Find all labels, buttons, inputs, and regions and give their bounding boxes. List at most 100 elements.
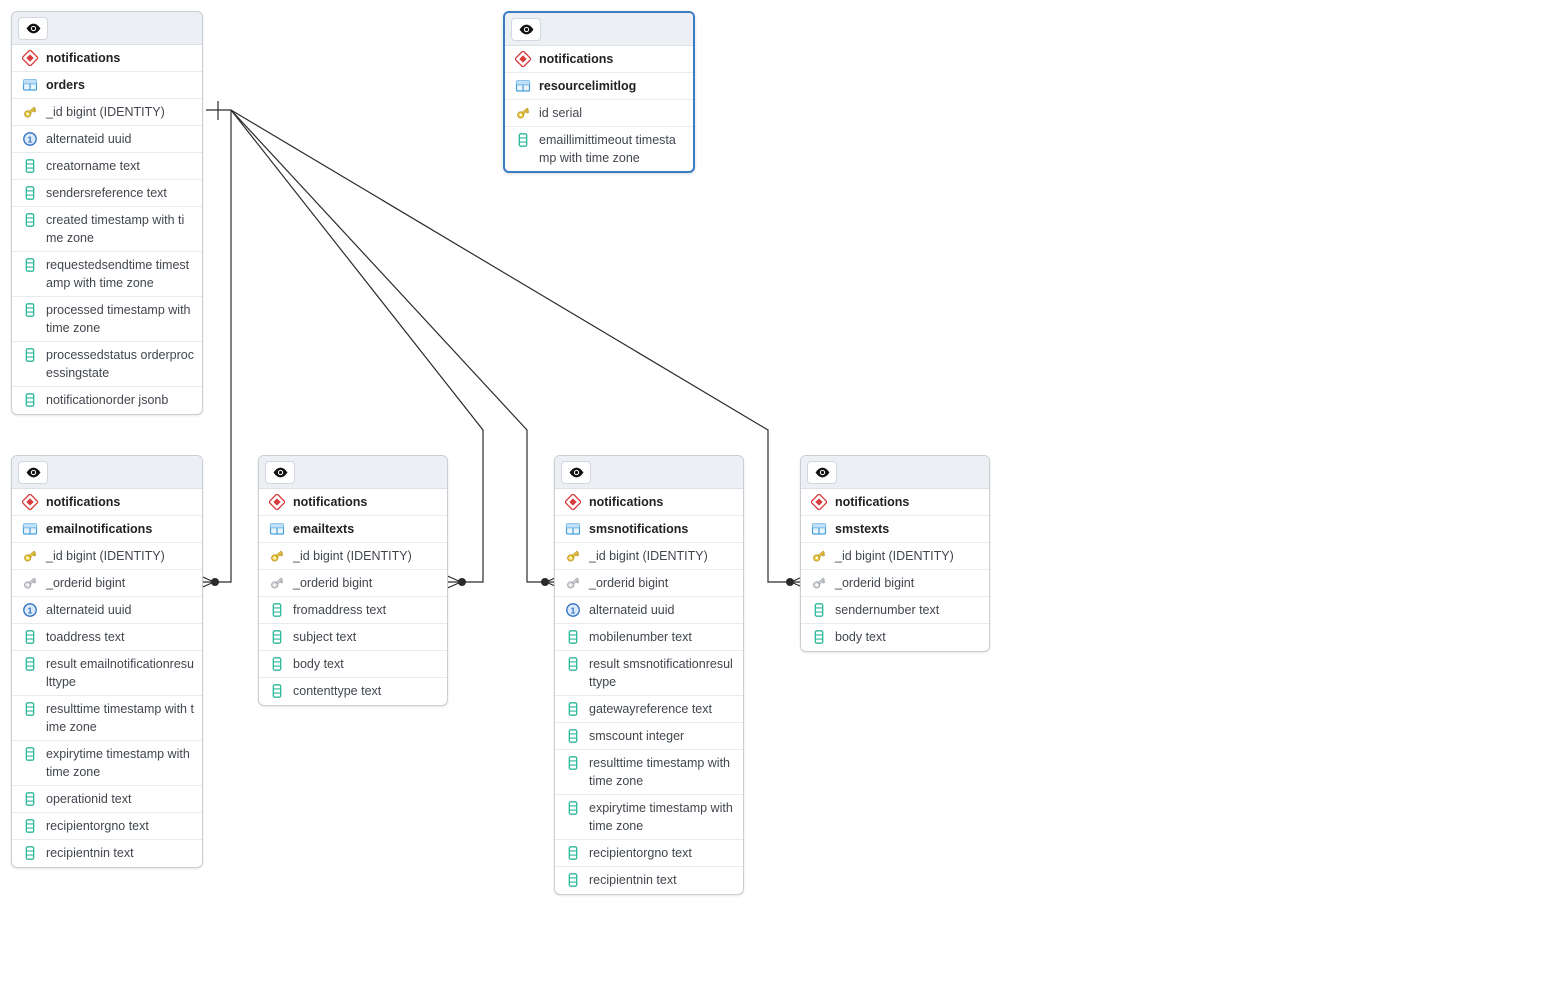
- schema-diamond-icon: [564, 493, 582, 511]
- eye-icon[interactable]: [18, 460, 48, 484]
- column-row[interactable]: contenttype text: [259, 678, 447, 705]
- column-row[interactable]: _id bigint (IDENTITY): [259, 543, 447, 570]
- column-row[interactable]: resulttime timestamp with time zone: [12, 696, 202, 741]
- column-icon: [21, 628, 39, 646]
- column-label: alternateid uuid: [46, 132, 132, 146]
- pk-key-icon: [268, 547, 286, 565]
- pk-key-icon: [514, 104, 532, 122]
- column-row[interactable]: _orderid bigint: [555, 570, 743, 597]
- schema-row[interactable]: notifications: [12, 45, 202, 72]
- eye-icon[interactable]: [511, 17, 541, 41]
- eye-icon[interactable]: [807, 460, 837, 484]
- table-grid-icon: [268, 520, 286, 538]
- column-label: sendernumber text: [835, 603, 940, 617]
- column-row[interactable]: mobilenumber text: [555, 624, 743, 651]
- column-row[interactable]: expirytime timestamp with time zone: [555, 795, 743, 840]
- column-row[interactable]: id serial: [505, 100, 693, 127]
- column-row[interactable]: _id bigint (IDENTITY): [801, 543, 989, 570]
- table-name-row[interactable]: emailnotifications: [12, 516, 202, 543]
- column-row[interactable]: _id bigint (IDENTITY): [12, 99, 202, 126]
- column-row[interactable]: sendernumber text: [801, 597, 989, 624]
- column-row[interactable]: sendersreference text: [12, 180, 202, 207]
- schema-row[interactable]: notifications: [505, 46, 693, 73]
- column-row[interactable]: recipientnin text: [12, 840, 202, 867]
- table-name-label: emailtexts: [293, 522, 355, 536]
- column-row[interactable]: requestedsendtime timestamp with time zo…: [12, 252, 202, 297]
- column-icon: [21, 844, 39, 862]
- eye-icon[interactable]: [561, 460, 591, 484]
- schema-label: notifications: [539, 52, 614, 66]
- column-icon: [564, 727, 582, 745]
- table-header-smstexts[interactable]: [801, 456, 989, 489]
- column-row[interactable]: body text: [259, 651, 447, 678]
- column-label: contenttype text: [293, 684, 382, 698]
- table-name-row[interactable]: smstexts: [801, 516, 989, 543]
- column-row[interactable]: _orderid bigint: [801, 570, 989, 597]
- table-header-emailnotifications[interactable]: [12, 456, 202, 489]
- svg-text:1: 1: [28, 134, 33, 144]
- column-row[interactable]: expirytime timestamp with time zone: [12, 741, 202, 786]
- column-icon: [21, 157, 39, 175]
- schema-diamond-icon: [268, 493, 286, 511]
- table-header-orders[interactable]: [12, 12, 202, 45]
- column-row[interactable]: fromaddress text: [259, 597, 447, 624]
- column-row[interactable]: gatewayreference text: [555, 696, 743, 723]
- column-row[interactable]: subject text: [259, 624, 447, 651]
- column-row[interactable]: smscount integer: [555, 723, 743, 750]
- column-label: emaillimittimeout timestamp with time zo…: [539, 133, 676, 165]
- eye-icon[interactable]: [265, 460, 295, 484]
- column-label: _id bigint (IDENTITY): [46, 549, 165, 563]
- table-name-row[interactable]: smsnotifications: [555, 516, 743, 543]
- column-row[interactable]: processedstatus orderprocessingstate: [12, 342, 202, 387]
- table-name-row[interactable]: emailtexts: [259, 516, 447, 543]
- schema-row[interactable]: notifications: [801, 489, 989, 516]
- column-label: recipientorgno text: [46, 819, 149, 833]
- schema-row[interactable]: notifications: [555, 489, 743, 516]
- table-name-row[interactable]: orders: [12, 72, 202, 99]
- column-row[interactable]: recipientorgno text: [12, 813, 202, 840]
- schema-row[interactable]: notifications: [12, 489, 202, 516]
- column-row[interactable]: _orderid bigint: [12, 570, 202, 597]
- column-row[interactable]: _id bigint (IDENTITY): [555, 543, 743, 570]
- column-label: expirytime timestamp with time zone: [46, 747, 190, 779]
- eye-icon[interactable]: [18, 16, 48, 40]
- column-row[interactable]: resulttime timestamp with time zone: [555, 750, 743, 795]
- table-header-smsnotifications[interactable]: [555, 456, 743, 489]
- column-row[interactable]: creatorname text: [12, 153, 202, 180]
- table-name-row[interactable]: resourcelimitlog: [505, 73, 693, 100]
- column-row[interactable]: created timestamp with time zone: [12, 207, 202, 252]
- column-row[interactable]: _orderid bigint: [259, 570, 447, 597]
- column-label: fromaddress text: [293, 603, 387, 617]
- column-row[interactable]: notificationorder jsonb: [12, 387, 202, 414]
- column-icon: [810, 601, 828, 619]
- table-header-emailtexts[interactable]: [259, 456, 447, 489]
- fk-key-icon: [268, 574, 286, 592]
- schema-row[interactable]: notifications: [259, 489, 447, 516]
- column-row[interactable]: 1 alternateid uuid: [12, 126, 202, 153]
- table-card-emailtexts[interactable]: notifications emailtexts _id bigint (IDENT…: [258, 455, 448, 706]
- column-row[interactable]: operationid text: [12, 786, 202, 813]
- column-row[interactable]: body text: [801, 624, 989, 651]
- column-row[interactable]: processed timestamp with time zone: [12, 297, 202, 342]
- table-header-resourcelimitlog[interactable]: [505, 13, 693, 46]
- column-row[interactable]: emaillimittimeout timestamp with time zo…: [505, 127, 693, 171]
- column-icon: [21, 745, 39, 763]
- column-label: toaddress text: [46, 630, 125, 644]
- column-row[interactable]: result smsnotificationresulttype: [555, 651, 743, 696]
- column-row[interactable]: toaddress text: [12, 624, 202, 651]
- column-row[interactable]: recipientorgno text: [555, 840, 743, 867]
- column-label: _orderid bigint: [589, 576, 669, 590]
- column-label: _orderid bigint: [293, 576, 373, 590]
- column-row[interactable]: result emailnotificationresulttype: [12, 651, 202, 696]
- column-row[interactable]: recipientnin text: [555, 867, 743, 894]
- column-row[interactable]: _id bigint (IDENTITY): [12, 543, 202, 570]
